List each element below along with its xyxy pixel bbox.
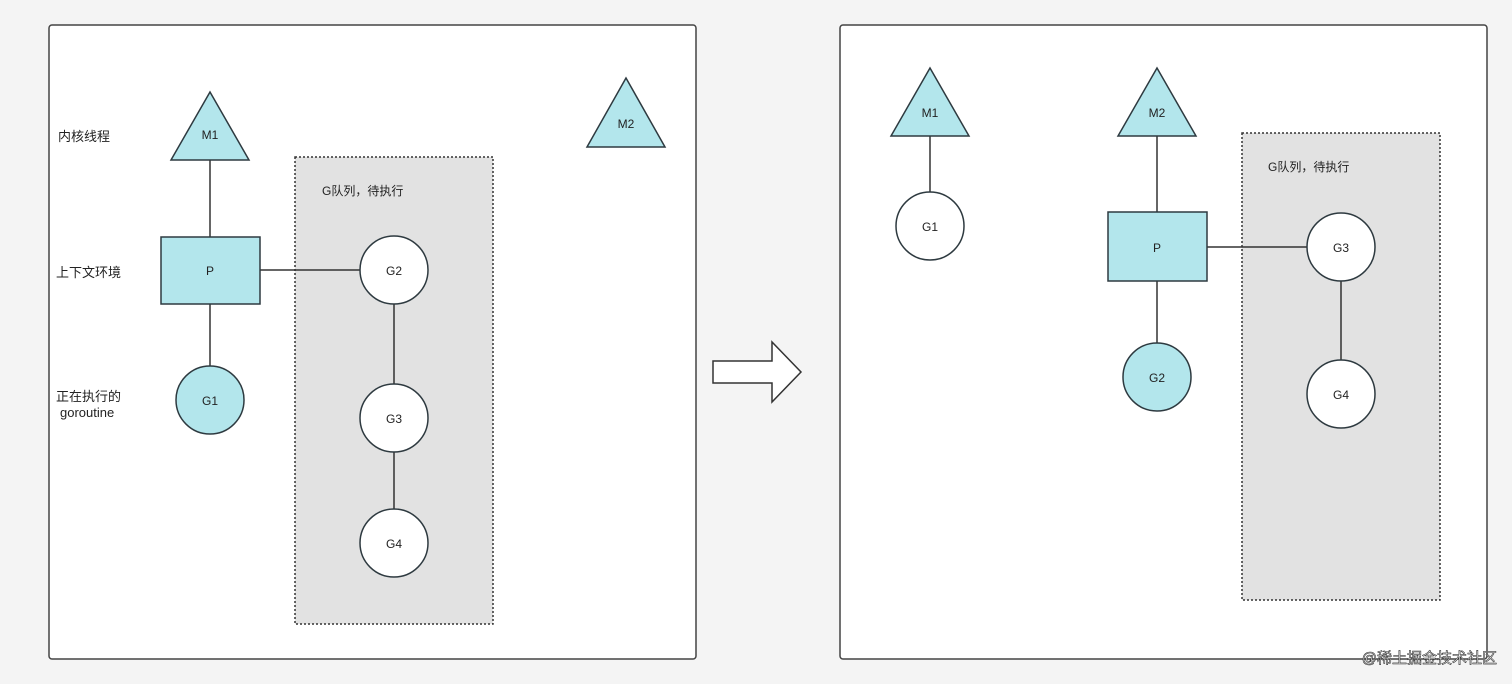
label-running-line2: goroutine (60, 405, 114, 420)
label-kernel-thread: 内核线程 (58, 129, 110, 144)
right-queue-label: G队列，待执行 (1268, 159, 1349, 174)
left-m1-label: M1 (202, 128, 219, 142)
right-m2-label: M2 (1149, 106, 1166, 120)
right-m1-label: M1 (922, 106, 939, 120)
right-p-box (1107, 211, 1208, 282)
right-g2-label: G2 (1149, 371, 1165, 385)
left-g1-label: G1 (202, 394, 218, 408)
left-g4-label: G4 (386, 537, 402, 551)
left-g4-circle (359, 508, 429, 578)
right-g1-circle (895, 191, 965, 261)
right-g1-label: G1 (922, 220, 938, 234)
label-context: 上下文环境 (56, 265, 121, 280)
left-p-label: P (206, 264, 214, 278)
left-queue-label: G队列，待执行 (322, 183, 403, 198)
left-m2-triangle (585, 76, 667, 148)
left-m2-label: M2 (618, 117, 635, 131)
left-g1-circle (175, 365, 245, 435)
right-g4-label: G4 (1333, 388, 1349, 402)
right-g4-circle (1306, 359, 1376, 429)
right-g2-circle (1122, 342, 1192, 412)
left-g3-circle (359, 383, 429, 453)
left-g2-label: G2 (386, 264, 402, 278)
label-running-line1: 正在执行的 (56, 389, 121, 404)
transition-arrow-icon (712, 340, 803, 404)
right-g3-circle (1306, 212, 1376, 282)
watermark: @稀土掘金技术社区 (1362, 650, 1497, 667)
right-p-label: P (1153, 241, 1161, 255)
left-m1-triangle (169, 90, 251, 161)
right-m1-triangle (889, 66, 971, 137)
right-m2-triangle (1116, 66, 1198, 137)
left-g3-label: G3 (386, 412, 402, 426)
left-p-box (160, 236, 261, 305)
right-g3-label: G3 (1333, 241, 1349, 255)
left-g2-circle (359, 235, 429, 305)
